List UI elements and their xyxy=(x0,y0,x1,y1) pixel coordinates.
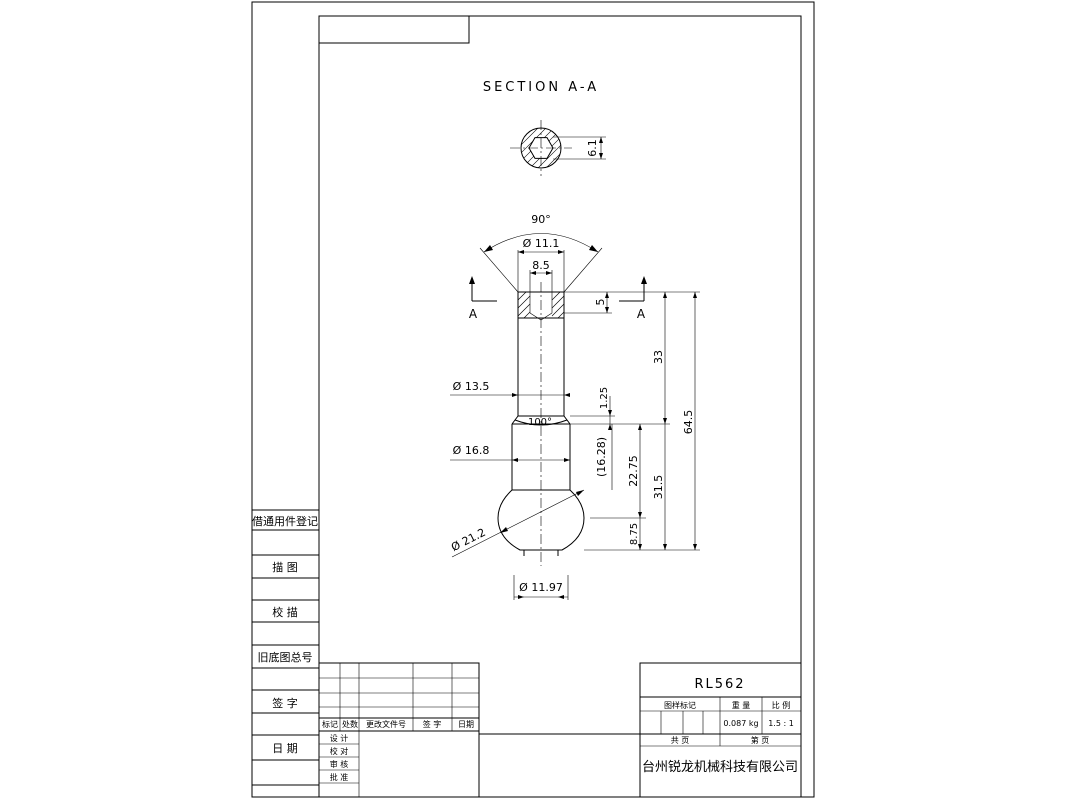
label-borrowed-parts: 借通用件登记 xyxy=(252,514,318,528)
title-block xyxy=(639,662,802,798)
rev-header-count: 处数 xyxy=(342,719,358,729)
dimension-lines xyxy=(450,233,700,600)
mark-label: 图样标记 xyxy=(664,700,696,710)
dim-hex: 8.5 xyxy=(532,259,550,272)
dim-len-31-5: 31.5 xyxy=(652,475,665,500)
total-sheets-label: 共 页 xyxy=(671,736,690,745)
label-date: 日 期 xyxy=(272,742,298,755)
dim-angle-100: 100° xyxy=(528,417,552,428)
company-name: 台州锐龙机械科技有限公司 xyxy=(642,760,798,775)
label-tracing: 描 图 xyxy=(272,560,298,574)
scale-value: 1.5 : 1 xyxy=(768,719,794,728)
dim-len-64-5: 64.5 xyxy=(682,410,695,435)
dim-dia-13-5: Ø 13.5 xyxy=(453,380,490,393)
dim-dia-16-8: Ø 16.8 xyxy=(453,444,490,457)
sheet-no-label: 第 页 xyxy=(751,735,770,745)
dim-angle-top: 90° xyxy=(531,213,551,226)
label-old-drawing-no: 旧底图总号 xyxy=(258,650,313,664)
dim-dia-11-97: Ø 11.97 xyxy=(519,581,563,594)
weight-label: 重 量 xyxy=(732,700,751,710)
dim-dia-21-2: Ø 21.2 xyxy=(449,526,488,554)
dim-len-22-75: 22.75 xyxy=(627,455,640,487)
weight-value: 0.087 kg xyxy=(723,719,758,728)
label-trace-check: 校 描 xyxy=(272,605,298,619)
role-check: 校 对 xyxy=(330,746,349,756)
rev-header-doc: 更改文件号 xyxy=(366,719,406,729)
dim-dia-top: Ø 11.1 xyxy=(523,237,560,250)
dim-len-8-75: 8.75 xyxy=(629,523,640,545)
role-design: 设 计 xyxy=(330,733,349,743)
label-signature: 签 字 xyxy=(272,696,298,710)
dim-len-33: 33 xyxy=(652,350,665,364)
dim-chamfer: 1.25 xyxy=(599,387,610,409)
dim-depth: 5 xyxy=(594,299,607,306)
scale-label: 比 例 xyxy=(772,700,791,710)
section-marker-right: A xyxy=(637,307,646,321)
role-approve: 批 准 xyxy=(330,772,349,782)
dim-ref-16-28: (16.28) xyxy=(595,437,608,477)
rev-header-sign: 签 字 xyxy=(423,719,442,729)
part-elevation xyxy=(469,276,647,566)
sheet-border xyxy=(251,1,815,798)
reference-box xyxy=(318,15,470,44)
left-strip xyxy=(252,509,319,786)
section-title: SECTION A-A xyxy=(483,80,599,95)
rev-header-mark: 标记 xyxy=(322,719,338,729)
role-review: 审 核 xyxy=(330,759,349,769)
head-hatch xyxy=(517,291,565,319)
rev-header-date: 日期 xyxy=(458,720,474,729)
part-number: RL562 xyxy=(694,677,745,692)
section-marker-left: A xyxy=(469,307,478,321)
dim-flat: 6.1 xyxy=(586,139,599,157)
